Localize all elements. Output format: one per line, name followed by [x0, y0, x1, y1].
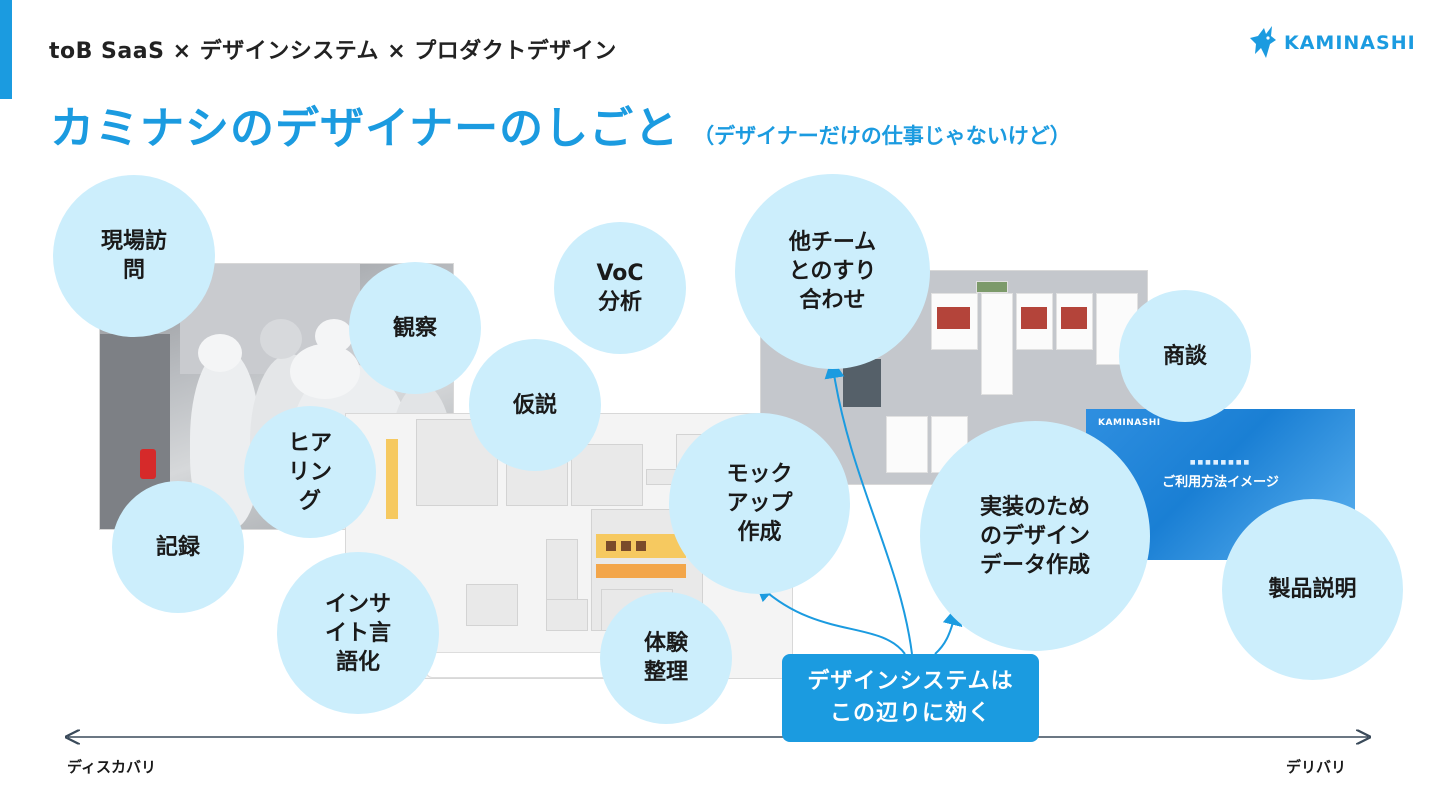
slide-kicker: toB SaaS × デザインシステム × プロダクトデザイン: [49, 39, 617, 64]
bubble-record: 記録: [112, 481, 244, 613]
kaminashi-logo: KAMINASHI: [1246, 24, 1416, 62]
axis-label-delivery: デリバリ: [1286, 758, 1347, 776]
logo-text: KAMINASHI: [1284, 32, 1416, 54]
arrow-to-alignment: [824, 358, 913, 655]
bubble-mockup: モック アップ 作成: [669, 413, 850, 594]
bubble-insight: インサ イト言 語化: [277, 552, 439, 714]
accent-bar: [0, 0, 12, 99]
page-subtitle: （デザイナーだけの仕事じゃないけど）: [693, 124, 1071, 148]
design-system-callout: デザインシステムは この辺りに効く: [782, 654, 1039, 742]
bubble-product-explanation: 製品説明: [1222, 499, 1403, 680]
bubble-implementation-data: 実装のため のデザイン データ作成: [920, 421, 1150, 651]
deck-logo: KAMINASHI: [1098, 418, 1161, 428]
bubble-site-visit: 現場訪 問: [53, 175, 215, 337]
bubble-team-alignment: 他チーム とのすり 合わせ: [735, 174, 930, 369]
bubble-voc-analysis: VoC 分析: [554, 222, 686, 354]
bubble-sales-talk: 商談: [1119, 290, 1251, 422]
bubble-hearing: ヒア リン グ: [244, 406, 376, 538]
bubble-observation: 観察: [349, 262, 481, 394]
bubble-experience-organize: 体験 整理: [600, 592, 732, 724]
goat-logo-icon: [1250, 26, 1276, 58]
arrow-to-mockup: [754, 581, 906, 655]
deck-title: ご利用方法イメージ: [1162, 475, 1279, 490]
title-row: カミナシのデザイナーのしごと （デザイナーだけの仕事じゃないけど）: [50, 92, 1071, 156]
bubble-hypothesis: 仮説: [469, 339, 601, 471]
arrow-to-implementation: [934, 605, 963, 655]
page-title: カミナシのデザイナーのしごと: [50, 103, 680, 154]
axis-label-discovery: ディスカバリ: [67, 758, 156, 776]
